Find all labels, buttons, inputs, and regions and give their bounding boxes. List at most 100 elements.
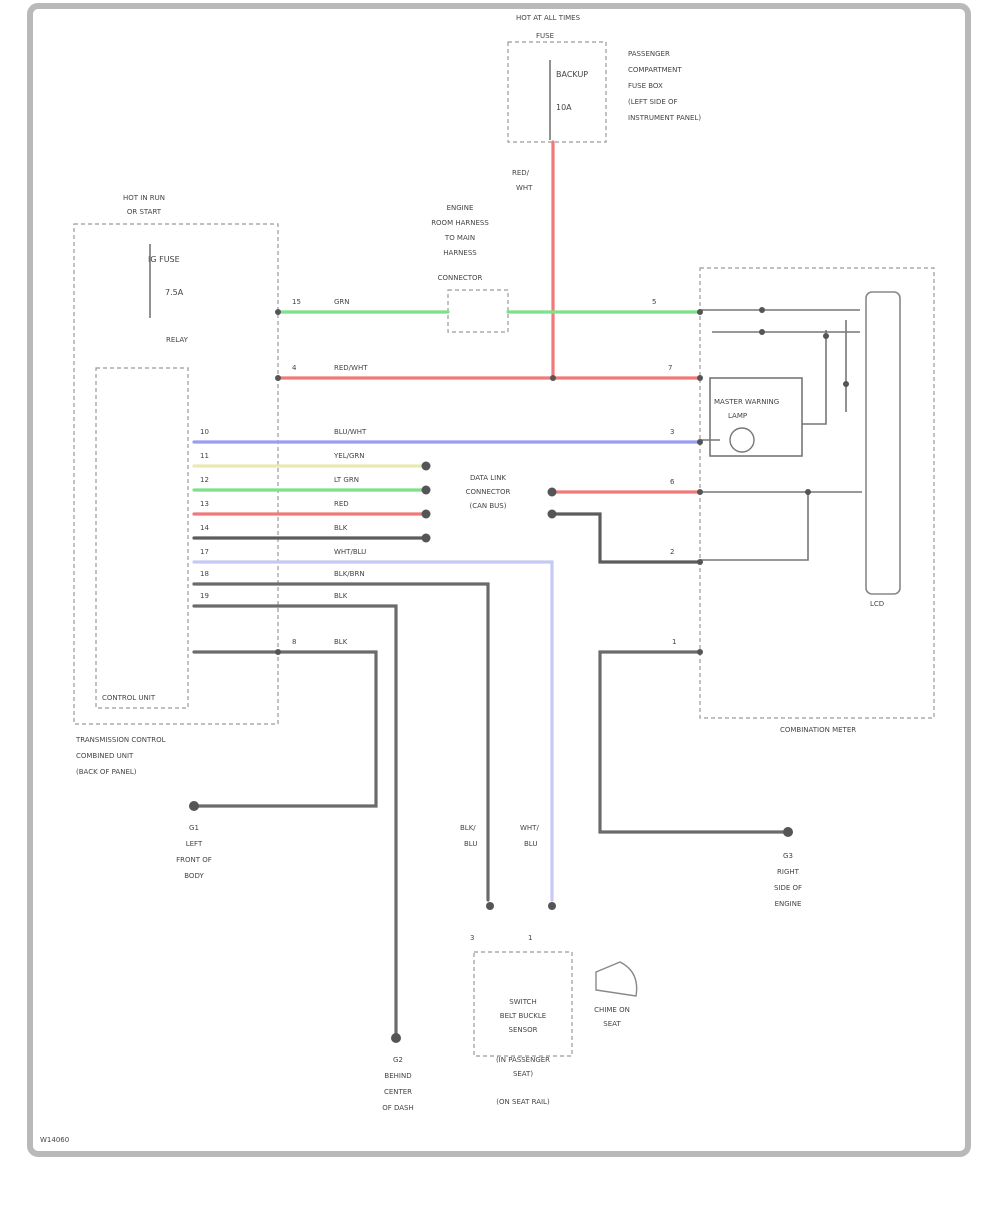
svg-text:ENGINE: ENGINE [447, 204, 474, 212]
svg-text:OR START: OR START [127, 208, 162, 216]
svg-text:LT GRN: LT GRN [334, 476, 359, 484]
svg-text:BLU: BLU [524, 840, 537, 848]
fuse-name: BACKUP [556, 70, 588, 79]
svg-text:ENGINE: ENGINE [775, 900, 802, 908]
svg-text:11: 11 [200, 452, 209, 460]
svg-text:BLU/WHT: BLU/WHT [334, 428, 367, 436]
svg-text:SENSOR: SENSOR [509, 1026, 538, 1034]
svg-text:13: 13 [200, 500, 209, 508]
control-unit: HOT IN RUN OR START IG FUSE 7.5A RELAY C… [73, 194, 279, 776]
svg-text:DATA LINK: DATA LINK [470, 474, 506, 482]
svg-text:5: 5 [652, 298, 656, 306]
fuse-box: HOT AT ALL TIMES FUSE BACKUP 10A PASSENG… [507, 14, 701, 192]
svg-text:SWITCH: SWITCH [509, 998, 536, 1006]
svg-text:HOT IN RUN: HOT IN RUN [123, 194, 165, 202]
diagram-code: W14060 [40, 1136, 69, 1144]
ground-center: G2 BEHIND CENTER OF DASH [382, 1033, 414, 1112]
chime-speaker-icon [595, 961, 638, 997]
seat-sensor: BLK/ BLU WHT/ BLU 3 1 SWITCH BELT BUCKLE… [460, 824, 638, 1106]
svg-text:ROOM HARNESS: ROOM HARNESS [431, 219, 489, 227]
relay-label: RELAY [166, 336, 189, 344]
combination-meter: LCD MASTER WARNING LAMP COMBINATION METE… [699, 267, 935, 734]
svg-text:FRONT OF: FRONT OF [176, 856, 212, 864]
svg-text:CHIME ON: CHIME ON [594, 1006, 630, 1014]
svg-text:SIDE OF: SIDE OF [774, 884, 802, 892]
svg-text:14: 14 [200, 524, 209, 532]
lcd-label: LCD [870, 600, 884, 608]
svg-text:BLK: BLK [334, 524, 348, 532]
svg-text:BELT BUCKLE: BELT BUCKLE [500, 1012, 546, 1020]
svg-text:19: 19 [200, 592, 209, 600]
svg-text:LEFT: LEFT [186, 840, 203, 848]
svg-text:17: 17 [200, 548, 209, 556]
svg-text:RED: RED [334, 500, 349, 508]
svg-text:BLK/: BLK/ [460, 824, 476, 832]
ign-fuse-name: IG FUSE [148, 255, 180, 264]
svg-text:15: 15 [292, 298, 301, 306]
fuse-amp: 10A [556, 103, 572, 112]
svg-text:BLU: BLU [464, 840, 477, 848]
control-unit-desc: TRANSMISSION CONTROL COMBINED UNIT (BACK… [75, 736, 166, 776]
svg-text:(CAN BUS): (CAN BUS) [470, 502, 507, 510]
svg-text:(IN PASSENGER: (IN PASSENGER [496, 1056, 550, 1064]
svg-text:2: 2 [670, 548, 674, 556]
svg-text:6: 6 [670, 478, 675, 486]
svg-text:SEAT): SEAT) [513, 1070, 533, 1078]
fuse-box-desc: PASSENGER COMPARTMENT FUSE BOX (LEFT SID… [628, 50, 701, 122]
svg-text:BLK/BRN: BLK/BRN [334, 570, 365, 578]
svg-text:1: 1 [672, 638, 676, 646]
svg-text:18: 18 [200, 570, 209, 578]
ground-right: G3 RIGHT SIDE OF ENGINE [774, 827, 802, 908]
svg-text:FUSE BOX: FUSE BOX [628, 82, 663, 90]
svg-text:RIGHT: RIGHT [777, 868, 800, 876]
svg-text:SEAT: SEAT [603, 1020, 621, 1028]
svg-text:CONNECTOR: CONNECTOR [466, 488, 511, 496]
svg-text:INSTRUMENT PANEL): INSTRUMENT PANEL) [628, 114, 701, 122]
module-label: CONTROL UNIT [102, 694, 156, 702]
svg-text:BLK: BLK [334, 592, 348, 600]
svg-text:TRANSMISSION CONTROL: TRANSMISSION CONTROL [75, 736, 166, 744]
junctions [275, 307, 849, 655]
svg-text:TO MAIN: TO MAIN [444, 234, 475, 242]
can-connector: DATA LINK CONNECTOR (CAN BUS) [421, 461, 557, 543]
svg-text:(BACK OF PANEL): (BACK OF PANEL) [76, 768, 137, 776]
warning-lamp-label: MASTER WARNING [714, 398, 779, 406]
svg-text:RED/WHT: RED/WHT [334, 364, 368, 372]
svg-text:COMBINED UNIT: COMBINED UNIT [76, 752, 134, 760]
svg-text:4: 4 [292, 364, 297, 372]
svg-text:CONNECTOR: CONNECTOR [438, 274, 483, 282]
outer-frame [27, 3, 971, 1157]
svg-text:G1: G1 [189, 824, 199, 832]
svg-text:3: 3 [470, 934, 474, 942]
lamp-icon [729, 427, 755, 453]
ign-fuse-amp: 7.5A [165, 288, 184, 297]
svg-text:LAMP: LAMP [728, 412, 747, 420]
svg-text:(LEFT SIDE OF: (LEFT SIDE OF [628, 98, 678, 106]
svg-text:OF DASH: OF DASH [382, 1104, 414, 1112]
fuse-box-title: HOT AT ALL TIMES [516, 14, 581, 22]
ground-left: G1 LEFT FRONT OF BODY [176, 801, 212, 880]
svg-text:G3: G3 [783, 852, 793, 860]
svg-text:WHT/: WHT/ [520, 824, 539, 832]
svg-text:1: 1 [528, 934, 532, 942]
svg-text:GRN: GRN [334, 298, 350, 306]
svg-text:G2: G2 [393, 1056, 403, 1064]
fuse-wire-color: RED/ [512, 169, 530, 177]
svg-text:HARNESS: HARNESS [443, 249, 477, 257]
svg-text:COMPARTMENT: COMPARTMENT [628, 66, 682, 74]
fuse-box-sub: FUSE [536, 32, 554, 40]
svg-text:BODY: BODY [184, 872, 204, 880]
fuse-wire-color2: WHT [516, 184, 533, 192]
meter-title: COMBINATION METER [780, 726, 856, 734]
svg-text:WHT/BLU: WHT/BLU [334, 548, 366, 556]
svg-text:(ON SEAT RAIL): (ON SEAT RAIL) [496, 1098, 550, 1106]
lcd-display [865, 291, 901, 595]
pin-labels: 15 4 10 11 12 13 14 17 18 19 8 [200, 298, 301, 646]
svg-text:3: 3 [670, 428, 674, 436]
svg-text:7: 7 [668, 364, 672, 372]
svg-text:BLK: BLK [334, 638, 348, 646]
svg-text:8: 8 [292, 638, 296, 646]
wire-bundle [192, 310, 790, 1038]
svg-text:10: 10 [200, 428, 209, 436]
